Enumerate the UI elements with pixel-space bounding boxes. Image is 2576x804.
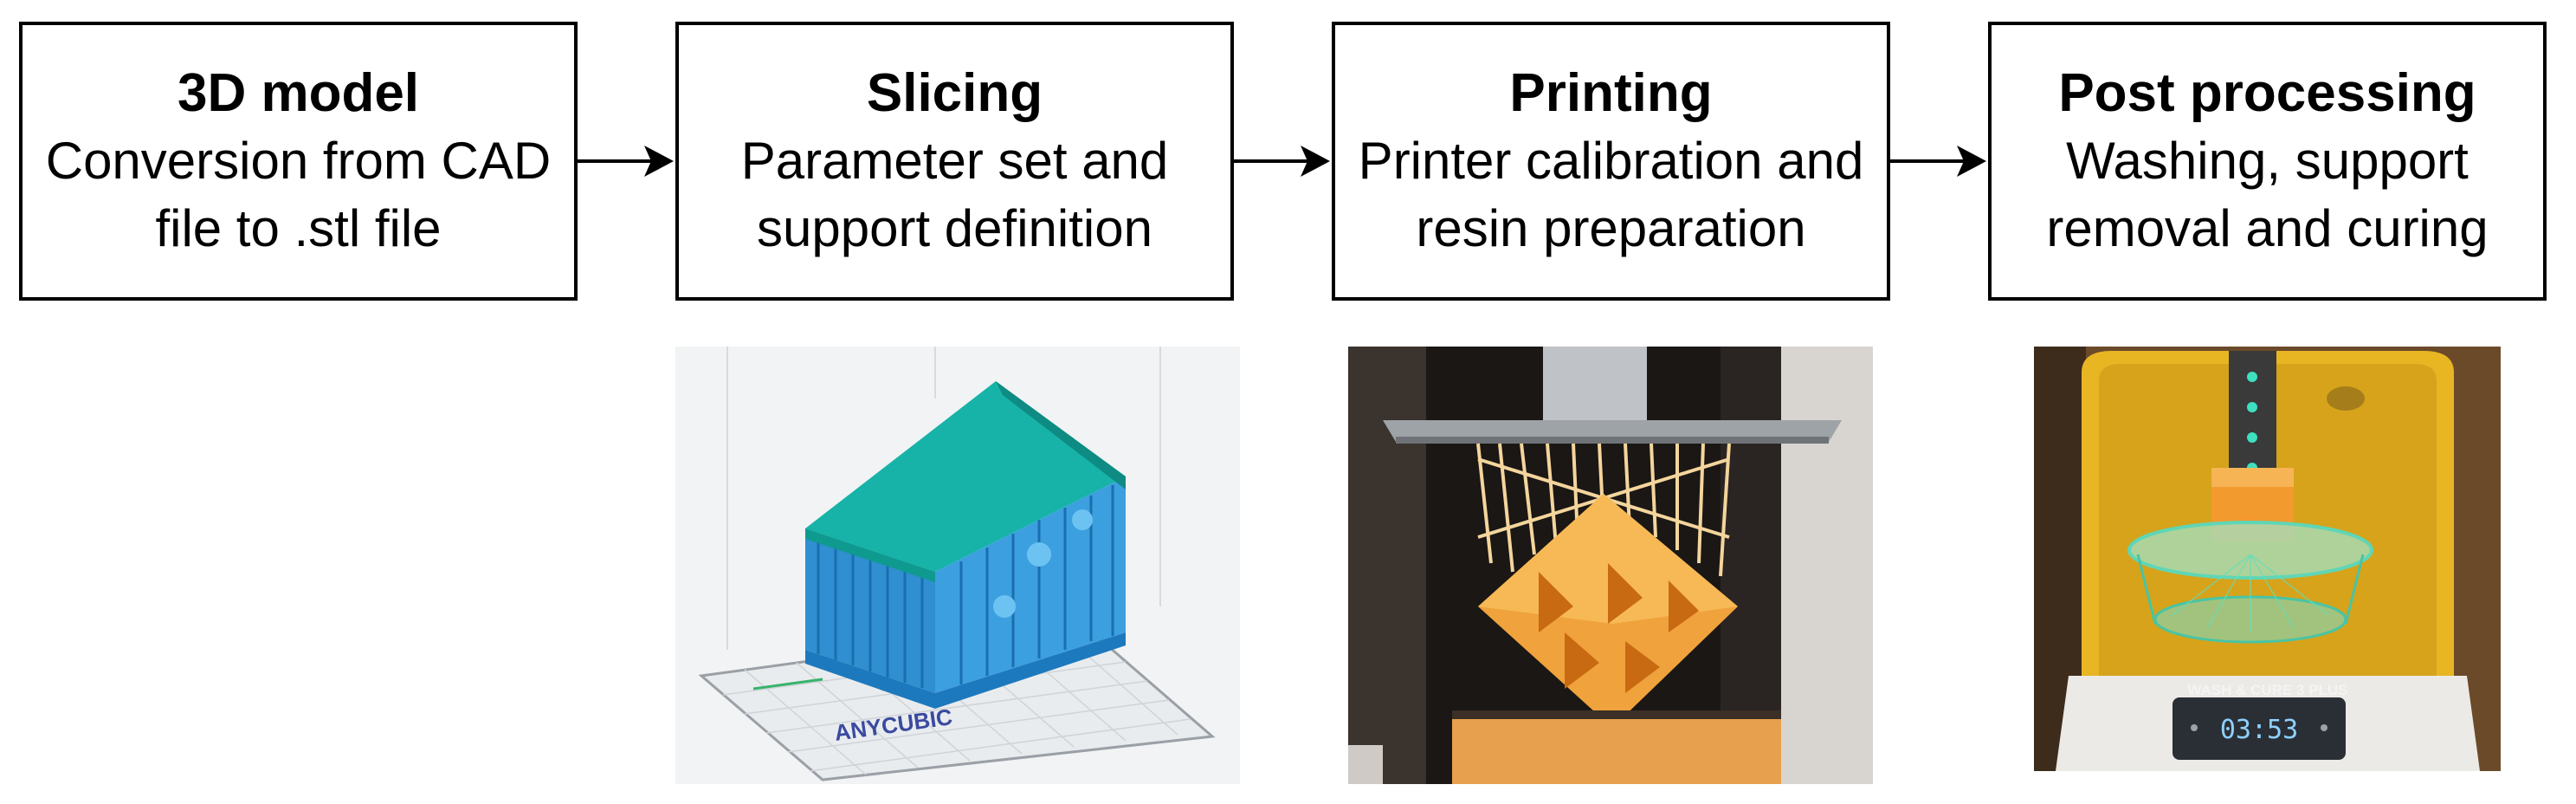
step-printing: Printing Printer calibration and resin p… [1332, 22, 1890, 301]
arrow-right-icon [1890, 146, 1986, 177]
step-description-line: file to .stl file [155, 199, 442, 257]
arrow-right-icon [1234, 146, 1330, 177]
slicing-software-image: ANYCUBIC [675, 347, 1240, 784]
step-title: Post processing [2058, 63, 2476, 123]
step-3d-model: 3D model Conversion from CAD file to .st… [19, 22, 578, 301]
step-slicing: Slicing Parameter set and support defini… [675, 22, 1234, 301]
step-title: Slicing [866, 63, 1043, 123]
step-description-line: Conversion from CAD [45, 132, 552, 190]
device-label: WASH & CURE 3 PLUS [2187, 682, 2347, 698]
step-description-line: support definition [757, 199, 1152, 257]
arrow-right-icon [578, 146, 674, 177]
post-processing-photo: WASH & CURE 3 PLUS 03:53 [2034, 347, 2501, 771]
step-description-line: Parameter set and [740, 132, 1169, 190]
step-description-line: Printer calibration and [1358, 132, 1864, 190]
step-description-line: Washing, support [2066, 132, 2469, 190]
step-description-line: resin preparation [1416, 199, 1806, 257]
step-title: 3D model [177, 63, 420, 123]
step-title: Printing [1509, 63, 1713, 123]
step-post-processing: Post processing Washing, support removal… [1988, 22, 2547, 301]
flow-arrows [578, 146, 1986, 177]
printing-photo [1348, 347, 1873, 784]
timer-display: 03:53 [2220, 715, 2298, 745]
step-description-line: removal and curing [2046, 199, 2489, 257]
